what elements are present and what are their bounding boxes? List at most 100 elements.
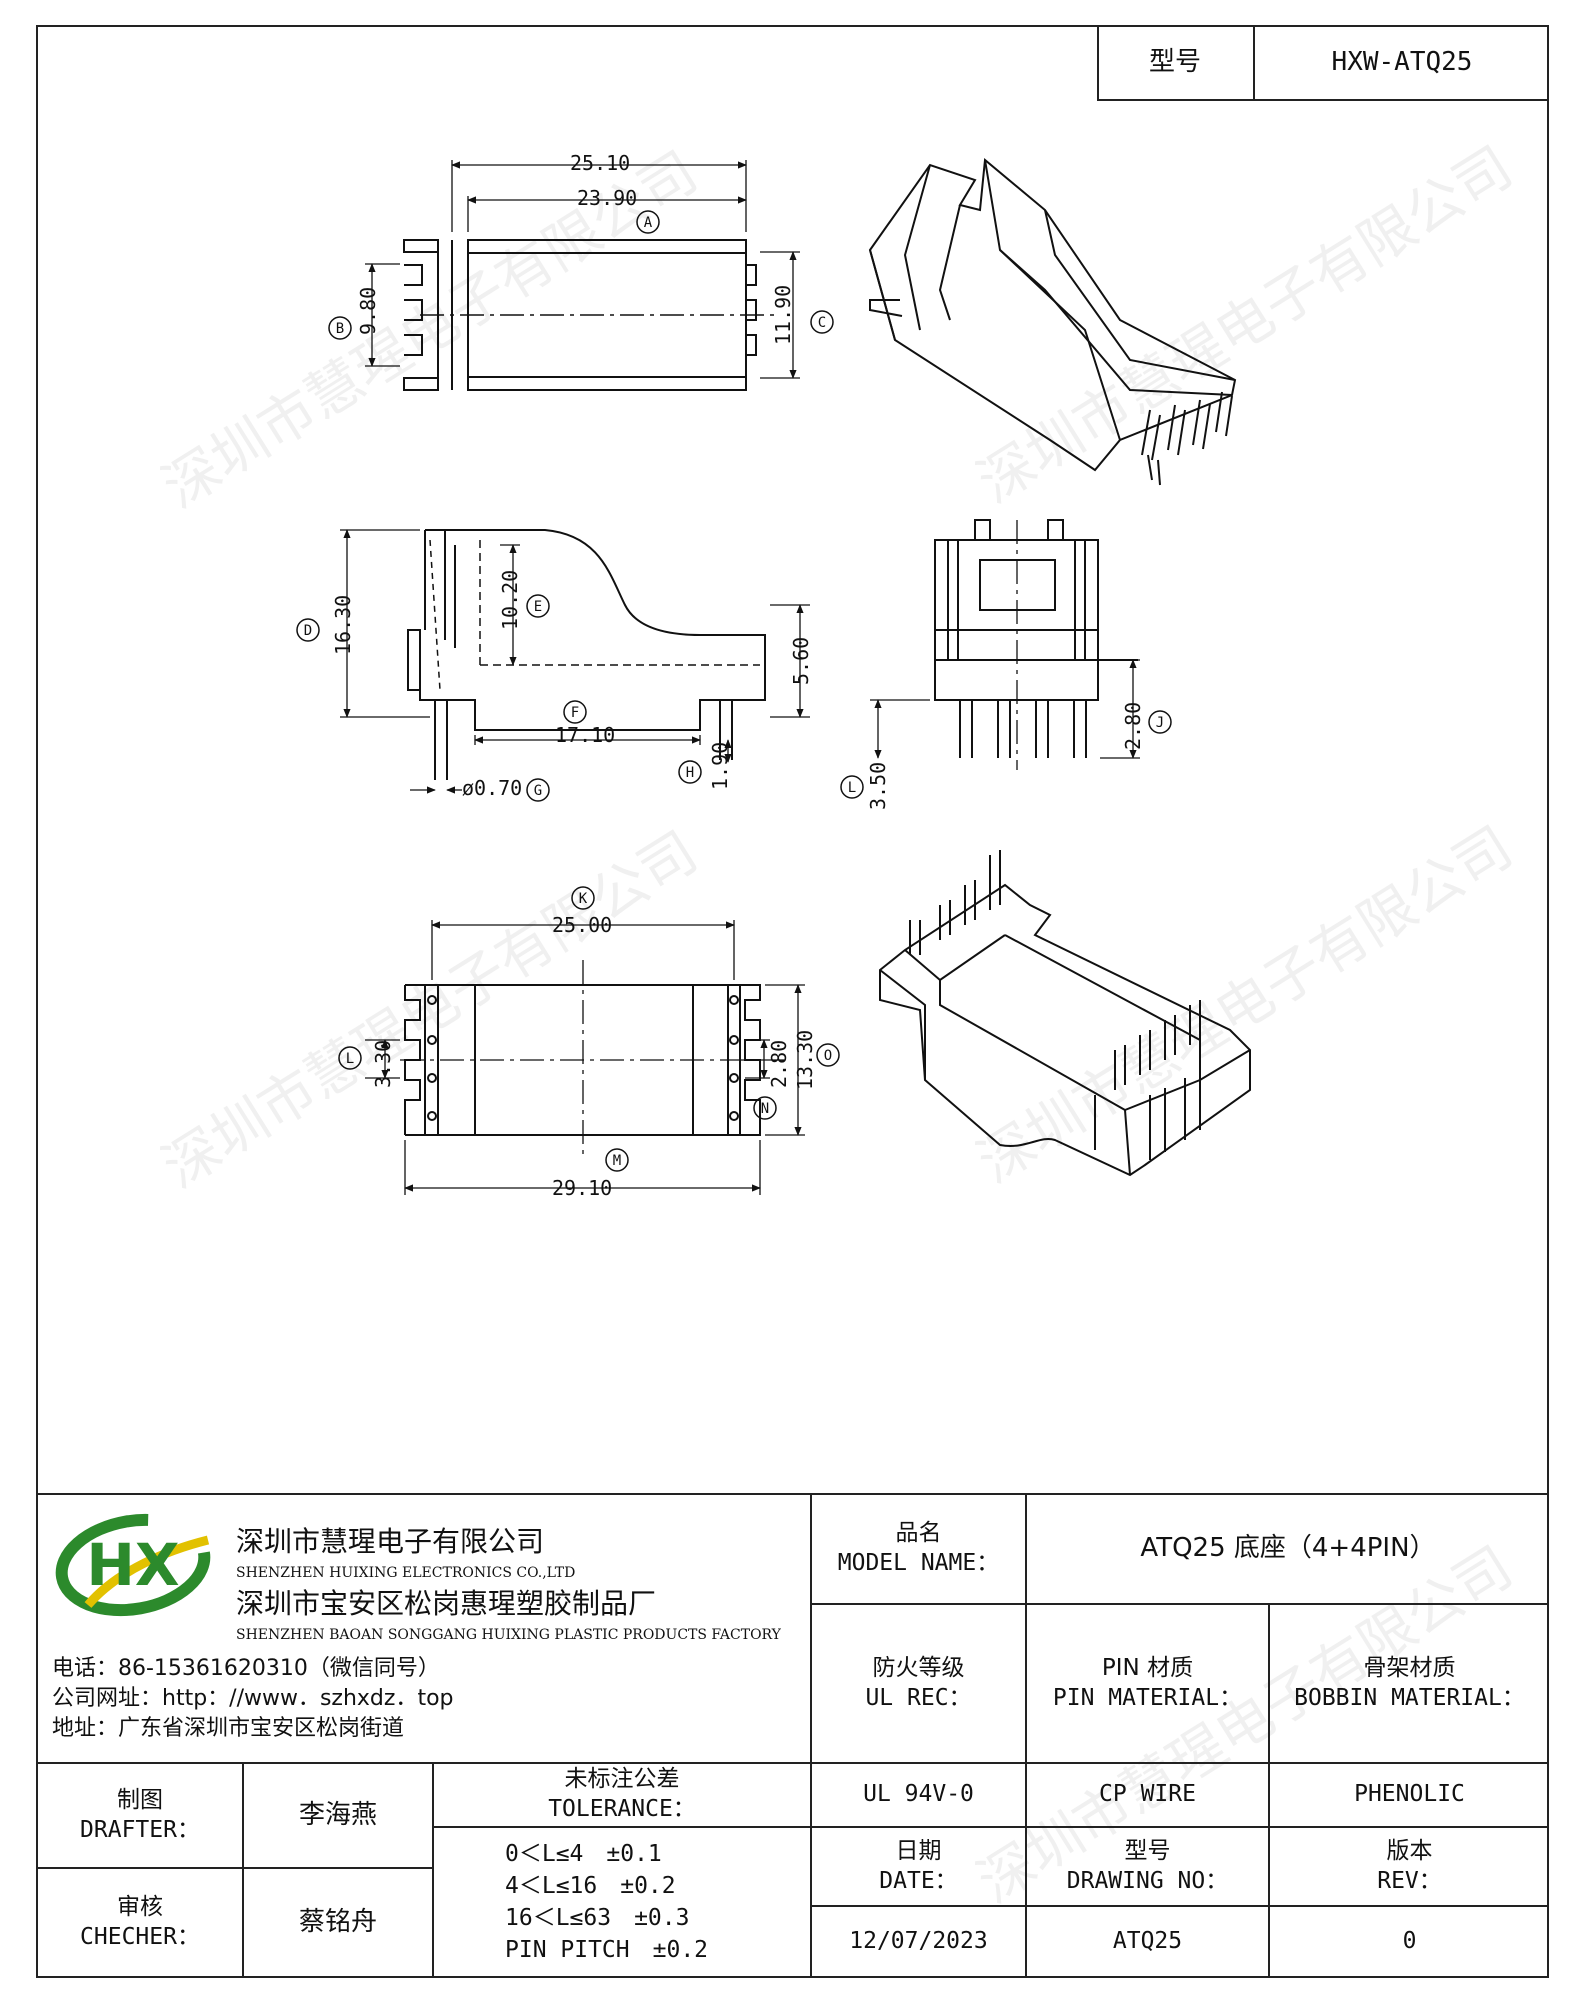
company-logo: HX (55, 1513, 211, 1617)
technical-drawing: 25.10 23.90 9.80 11.90 A B C (296, 151, 1251, 1200)
isometric-view-bottom (879, 850, 1251, 1177)
checker-label: 审核 CHECHER： (38, 1869, 242, 1976)
grid-line (810, 1905, 1549, 1907)
dim-bottom-height-o: 13.30 (793, 1030, 817, 1090)
company-address: 地址：广东省深圳市宝安区松岗街道 (52, 1716, 405, 1741)
company-website: 公司网址：http：//www．szhxdz．top (52, 1686, 454, 1711)
drafter-label-en: DRAFTER： (80, 1816, 200, 1843)
ul-label-en: UL REC： (865, 1684, 972, 1711)
tolerance-line: PIN PITCH ±0.2 (505, 1937, 709, 1963)
bottom-view (365, 920, 805, 1195)
dim-bottom-pitch-n: 2.80 (767, 1040, 791, 1088)
tag-l-front: L (848, 780, 856, 796)
drafter-name: 李海燕 (298, 1799, 377, 1830)
drawing-no-label-cn: 型号 (1124, 1837, 1171, 1864)
top-view (365, 160, 800, 391)
tag-o: O (824, 1048, 832, 1064)
bobbin-label-en: BOBBIN MATERIAL： (1294, 1684, 1525, 1711)
tag-l-bottom: L (346, 1051, 354, 1067)
dim-bottom-width-m: 29.10 (552, 1176, 612, 1200)
tag-m: M (613, 1153, 621, 1169)
logo-text: HX (86, 1531, 179, 1599)
dim-top-total-width: 25.10 (570, 151, 630, 175)
factory-name-cn: 深圳市宝安区松岗惠瑆塑胶制品厂 (236, 1587, 657, 1620)
drafter-label: 制图 DRAFTER： (38, 1764, 242, 1867)
company-phone: 电话：86-15361620310（微信同号） (52, 1656, 440, 1681)
grid-line (242, 1762, 244, 1978)
tolerance-line: 16＜L≤63 ±0.3 (505, 1905, 690, 1931)
grid-line (432, 1826, 810, 1828)
dim-front-height-l: 3.50 (866, 762, 890, 810)
drawing-frame (36, 25, 1549, 1978)
header-divider (1253, 25, 1255, 101)
pin-material-value: CP WIRE (1099, 1781, 1196, 1808)
grid-line (1025, 1493, 1027, 1978)
dim-side-height-d: 16.30 (331, 595, 355, 655)
tag-n: N (761, 1101, 769, 1117)
tag-e: E (534, 599, 542, 615)
drawing-no-value: ATQ25 (1112, 1928, 1183, 1955)
grid-line (810, 1603, 1549, 1605)
header-label: 型号 (1148, 47, 1201, 78)
tag-b: B (336, 321, 344, 337)
drafter-label-cn: 制图 (117, 1786, 163, 1813)
model-name-value: ATQ25 底座（4+4PIN） (1140, 1533, 1436, 1564)
pin-material-label: PIN 材质 PIN MATERIAL： (1027, 1605, 1268, 1762)
title-block-top-line (36, 1493, 1549, 1495)
company-name-en: SHENZHEN HUIXING ELECTRONICS CO.,LTD (236, 1565, 576, 1581)
checker-name: 蔡铭舟 (298, 1906, 377, 1937)
dim-top-inner-width: 23.90 (577, 186, 637, 210)
dim-bottom-pitch-l: 3.30 (371, 1040, 395, 1088)
dim-top-height-c: 11.90 (771, 285, 795, 345)
tag-d: D (304, 623, 312, 639)
rev-label-en: REV： (1377, 1867, 1442, 1894)
factory-name-en: SHENZHEN BAOAN SONGGANG HUIXING PLASTIC … (236, 1627, 781, 1643)
header-model-value: HXW-ATQ25 (1331, 47, 1473, 78)
rev-label-cn: 版本 (1386, 1837, 1433, 1864)
dim-front-height-j: 2.80 (1121, 702, 1145, 750)
tag-f: F (571, 705, 579, 721)
grid-line (1268, 1603, 1270, 1978)
date-label: 日期 DATE： (812, 1828, 1025, 1905)
ul-label-cn: 防火等级 (872, 1654, 965, 1681)
ul-label: 防火等级 UL REC： (812, 1605, 1025, 1762)
tag-c: C (818, 315, 826, 331)
front-view (870, 519, 1140, 770)
side-view (340, 529, 810, 794)
tag-j: J (1156, 715, 1164, 731)
dim-side-height-560: 5.60 (789, 637, 813, 685)
date-label-cn: 日期 (895, 1837, 942, 1864)
grid-line (810, 1493, 812, 1978)
rev-value: 0 (1402, 1928, 1417, 1955)
rev-label: 版本 REV： (1270, 1828, 1549, 1905)
checker-label-cn: 审核 (117, 1893, 163, 1920)
model-name-label: 品名 MODEL NAME： (812, 1495, 1025, 1603)
tolerance-label-en: TOLERANCE： (548, 1796, 696, 1822)
dim-side-width-f: 17.10 (555, 723, 615, 747)
drawing-no-label: 型号 DRAWING NO： (1027, 1828, 1268, 1905)
title-block-mid-line (36, 1762, 1549, 1764)
pin-label-cn: PIN 材质 (1101, 1654, 1194, 1681)
pin-label-en: PIN MATERIAL： (1052, 1684, 1243, 1711)
checker-label-en: CHECHER： (80, 1923, 200, 1950)
grid-line (36, 1867, 432, 1869)
tolerance-lines: 0＜L≤4 ±0.1 4＜L≤16 ±0.2 16＜L≤63 ±0.3 PIN … (505, 1838, 708, 1966)
dim-side-height-e: 10.20 (498, 570, 522, 630)
drawing-no-label-en: DRAWING NO： (1066, 1867, 1229, 1894)
bobbin-material-label: 骨架材质 BOBBIN MATERIAL： (1270, 1605, 1549, 1762)
header-block (1097, 25, 1549, 101)
date-label-en: DATE： (879, 1867, 958, 1894)
tolerance-label: 未标注公差 TOLERANCE： (434, 1764, 810, 1826)
grid-line (432, 1762, 434, 1978)
date-value: 12/07/2023 (849, 1928, 988, 1955)
tolerance-line: 4＜L≤16 ±0.2 (505, 1873, 676, 1899)
dim-side-pin-h: 1.90 (708, 742, 732, 790)
ul-value: UL 94V-0 (863, 1781, 974, 1808)
tolerance-line: 0＜L≤4 ±0.1 (505, 1841, 662, 1867)
isometric-view-top (868, 158, 1237, 486)
grid-line (810, 1826, 1549, 1828)
company-name-cn: 深圳市慧瑆电子有限公司 (236, 1525, 545, 1558)
bobbin-material-value: PHENOLIC (1354, 1781, 1465, 1808)
dim-bottom-width-k: 25.00 (552, 913, 612, 937)
model-name-label-cn: 品名 (895, 1520, 942, 1547)
